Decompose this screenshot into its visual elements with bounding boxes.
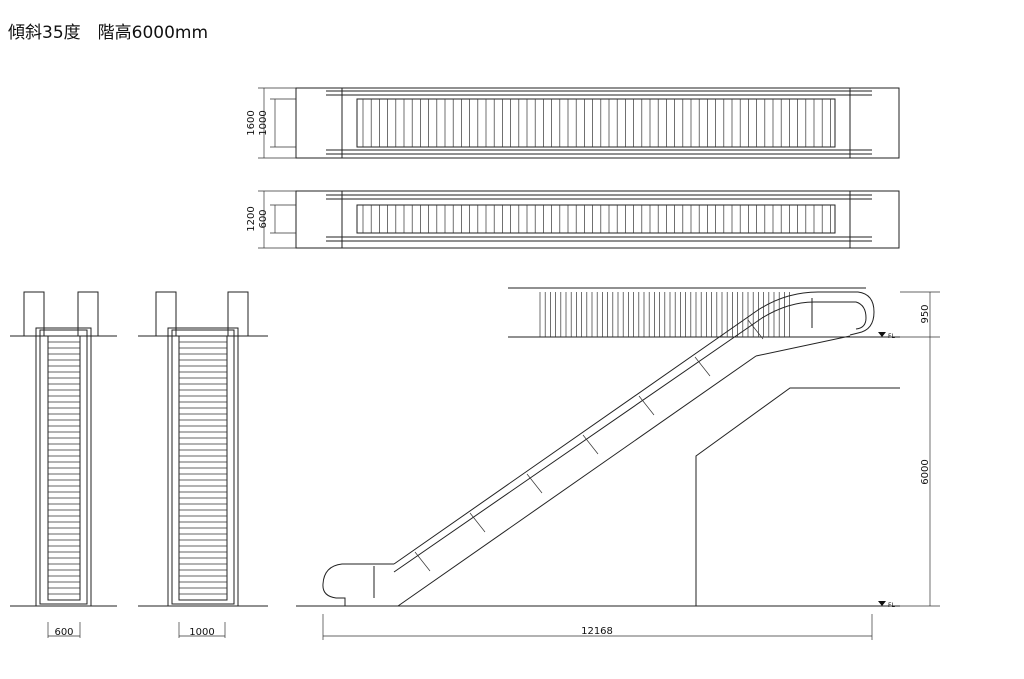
dim-plan-narrow-total: 1200 [246,206,257,231]
plan-view-narrow: 1200 600 [246,190,900,249]
side-elevation: FL FL 950 6000 12168 [296,287,940,640]
dim-front-wide: 1000 [189,627,214,638]
front-wide-steps [179,341,227,595]
dim-floor-height: 6000 [920,459,931,484]
front-narrow-steps [48,341,80,595]
dim-plan-wide-step: 1000 [258,110,269,135]
plan-narrow-steps [362,205,831,233]
dim-plan-wide-total: 1600 [246,110,257,135]
dim-top-height: 950 [920,304,931,323]
dim-plan-narrow-step: 600 [258,209,269,228]
fl-upper: FL [888,333,895,340]
front-view-narrow: 600 [10,291,117,638]
upper-railing-grid [539,292,790,337]
dim-front-narrow: 600 [54,627,73,638]
drawing-title: 傾斜35度 階高6000mm [8,23,209,43]
plan-wide-steps [362,99,831,147]
front-view-wide: 1000 [138,291,268,638]
plan-view-wide: 1600 1000 [246,87,900,159]
fl-lower: FL [888,602,895,609]
dim-total-length: 12168 [581,626,613,637]
